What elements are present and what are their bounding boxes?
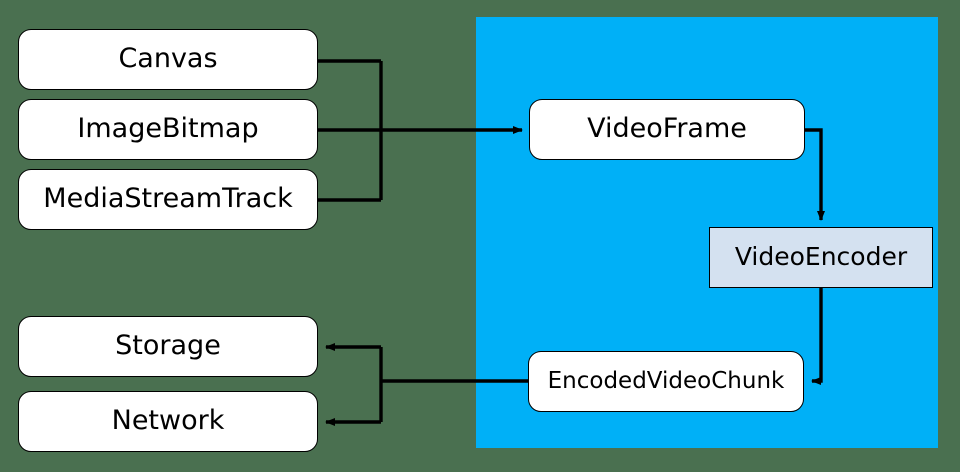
edge-videoframe-to-videoencoder [805, 128, 825, 221]
node-storage-label: Storage [115, 330, 221, 362]
node-video-frame[interactable]: VideoFrame [529, 99, 805, 160]
node-image-bitmap-label: ImageBitmap [77, 113, 259, 145]
node-video-encoder-label: VideoEncoder [734, 242, 908, 272]
node-canvas-label: Canvas [118, 43, 218, 75]
node-network-label: Network [111, 405, 225, 437]
node-media-stream-track[interactable]: MediaStreamTrack [18, 169, 318, 230]
node-storage[interactable]: Storage [18, 316, 318, 377]
node-encoded-video-chunk[interactable]: EncodedVideoChunk [528, 351, 804, 412]
node-video-frame-label: VideoFrame [587, 113, 747, 145]
node-encoded-video-chunk-label: EncodedVideoChunk [547, 368, 785, 395]
node-canvas[interactable]: Canvas [18, 29, 318, 90]
node-image-bitmap[interactable]: ImageBitmap [18, 99, 318, 160]
node-video-encoder[interactable]: VideoEncoder [709, 227, 933, 288]
edge-videoencoder-to-encodedvideochunk [811, 288, 823, 385]
node-media-stream-track-label: MediaStreamTrack [43, 183, 293, 215]
node-network[interactable]: Network [18, 391, 318, 452]
